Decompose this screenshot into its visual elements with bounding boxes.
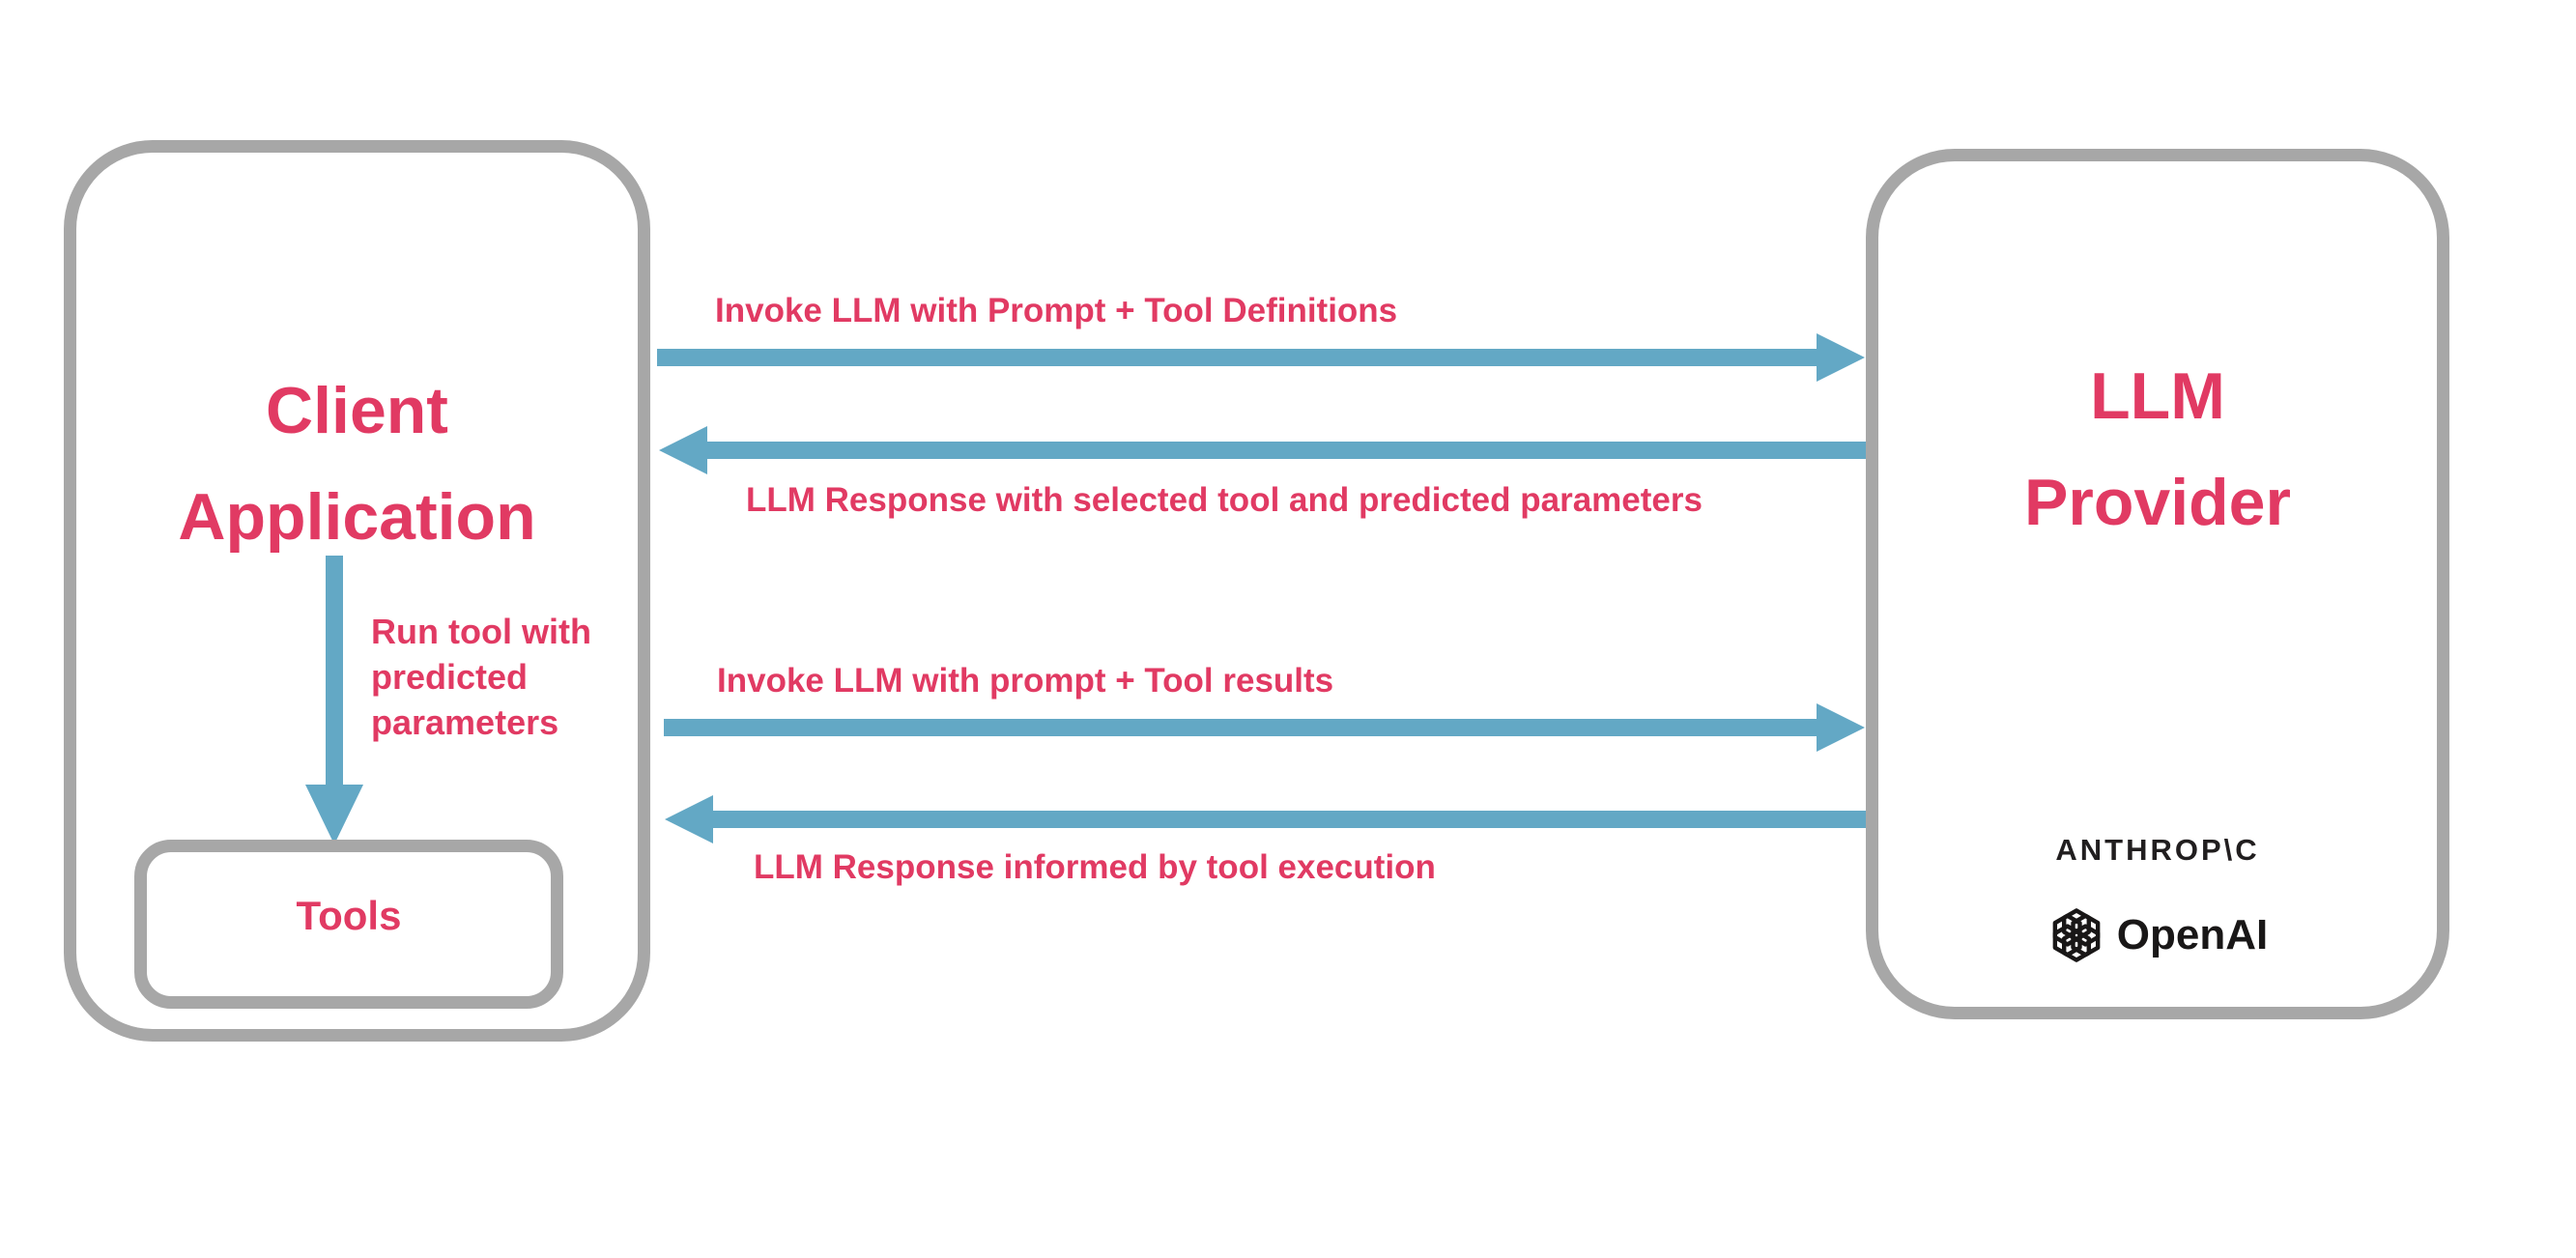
run-tool-label: Run tool with predicted parameters <box>371 609 591 745</box>
message-label-response-selected-tool: LLM Response with selected tool and pred… <box>746 481 1703 519</box>
arrow-head-right-icon <box>1817 333 1865 382</box>
arrow-shaft <box>657 349 1817 366</box>
run-tool-arrow-shaft <box>326 556 343 785</box>
run-tool-arrow-head <box>305 785 363 844</box>
arrow-shaft <box>713 811 1866 828</box>
message-label-response-informed: LLM Response informed by tool execution <box>754 848 1436 886</box>
run-tool-label-line-1: Run tool with <box>371 612 591 651</box>
openai-icon <box>2052 908 2101 962</box>
tools-box: Tools <box>134 840 563 1009</box>
openai-logo: OpenAI <box>1866 902 2449 968</box>
arrow-head-left-icon <box>659 426 707 474</box>
arrow-right-invoke-results <box>664 703 1865 752</box>
message-label-invoke-results: Invoke LLM with prompt + Tool results <box>717 662 1334 700</box>
arrow-shaft <box>707 442 1866 459</box>
run-tool-label-line-3: parameters <box>371 702 559 742</box>
llm-provider-box <box>1866 149 2449 1019</box>
arrow-left-response-informed <box>665 795 1866 843</box>
openai-wordmark: OpenAI <box>2116 911 2269 958</box>
arrow-shaft <box>664 719 1817 736</box>
client-application-title: Client Application <box>64 357 650 570</box>
llm-title-line-1: LLM <box>2090 359 2225 433</box>
arrow-left-response-selected-tool <box>659 426 1866 474</box>
client-title-line-2: Application <box>178 480 536 554</box>
message-label-invoke-definitions: Invoke LLM with Prompt + Tool Definition… <box>715 292 1398 329</box>
llm-title-line-2: Provider <box>2024 466 2291 539</box>
arrow-head-right-icon <box>1817 703 1865 752</box>
arrow-head-left-icon <box>665 795 713 843</box>
anthropic-logo: ANTHROP\C <box>2055 833 2260 867</box>
tools-label: Tools <box>296 892 402 938</box>
arrow-right-invoke-definitions <box>657 333 1865 382</box>
client-title-line-1: Client <box>266 374 448 447</box>
run-tool-label-line-2: predicted <box>371 657 529 697</box>
llm-provider-title: LLM Provider <box>1866 343 2449 556</box>
